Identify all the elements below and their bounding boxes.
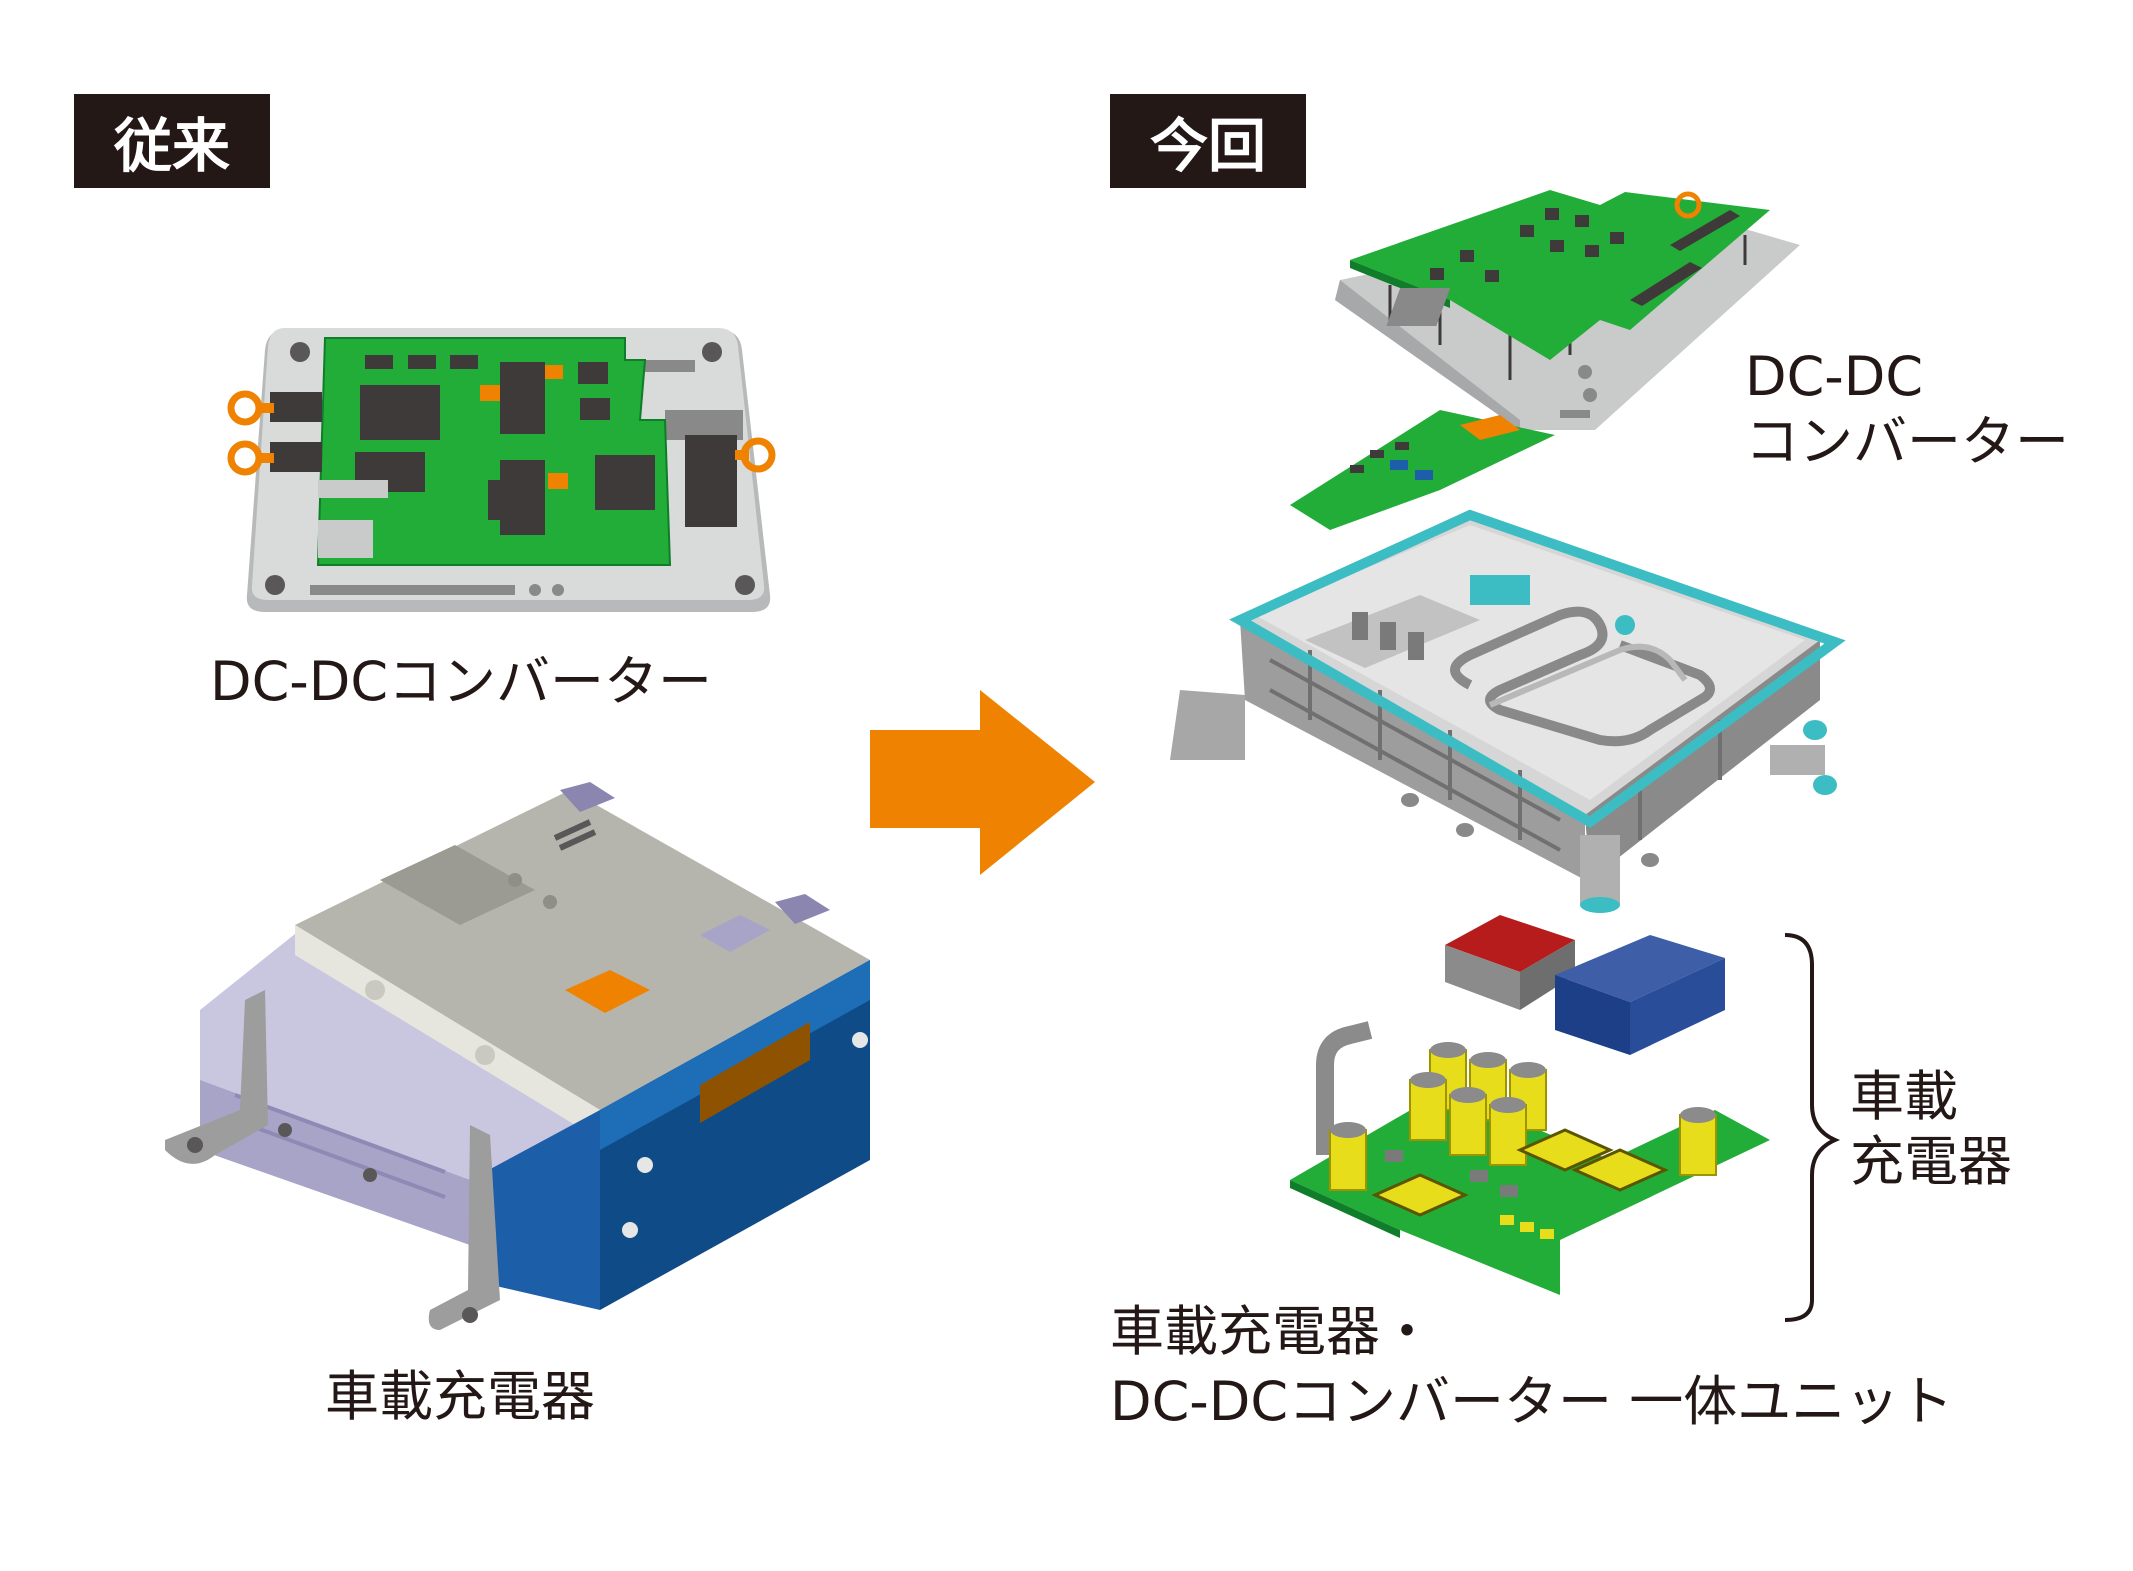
after-tag: 今回 (1110, 94, 1306, 188)
after-unit-label-line1: 車載充電器・ (1110, 1300, 1434, 1363)
before-dcdc-label: DC-DCコンバーター (210, 650, 713, 713)
charger-brace (1784, 933, 1841, 1322)
before-dcdc-illustration (227, 328, 776, 612)
after-dcdc-illustration (1290, 190, 1800, 530)
before-tag: 従来 (74, 94, 270, 188)
after-charger-label-line2: 充電器 (1850, 1130, 2012, 1193)
before-charger-label: 車載充電器 (325, 1365, 595, 1428)
before-charger-illustration (165, 782, 870, 1330)
after-case-illustration (1170, 509, 1846, 913)
after-dcdc-label-line1: DC-DC (1745, 345, 1924, 408)
after-charger-illustration (1290, 915, 1770, 1295)
transition-arrow (870, 690, 1095, 875)
after-unit-label-line2: DC-DCコンバーター 一体ユニット (1110, 1370, 1954, 1433)
after-dcdc-label-line2: コンバーター (1745, 410, 2069, 473)
after-charger-label-line1: 車載 (1850, 1065, 1958, 1128)
